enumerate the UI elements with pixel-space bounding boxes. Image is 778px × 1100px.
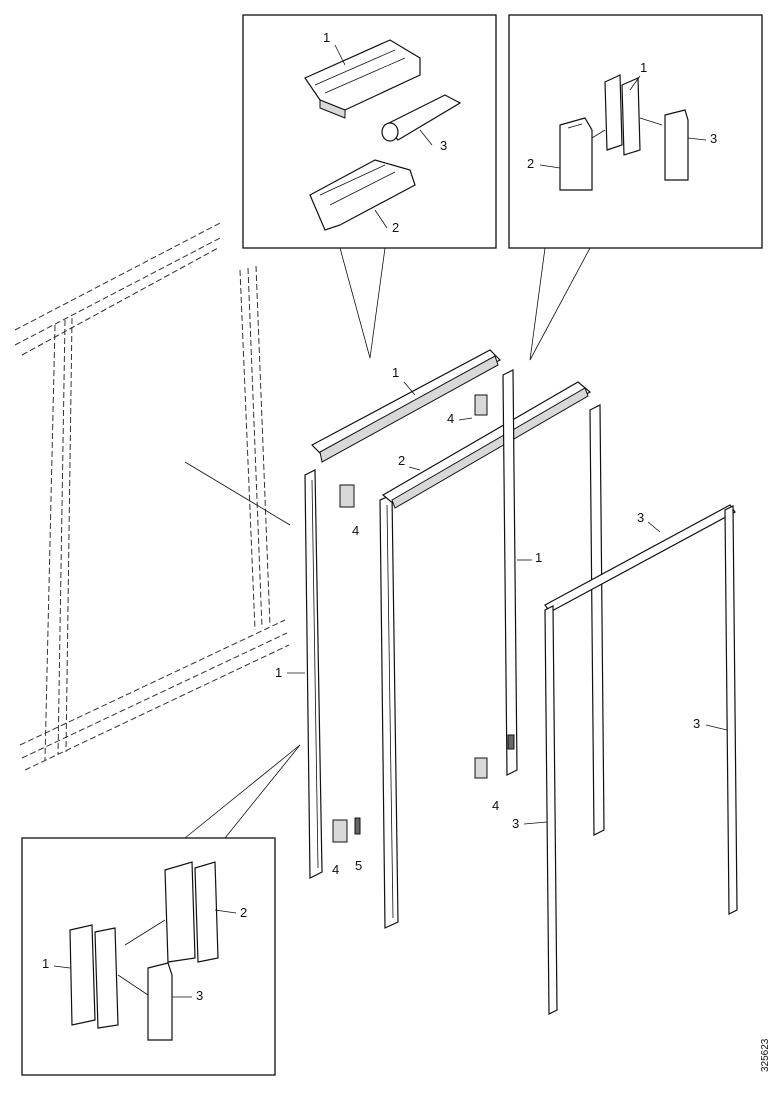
callout-1: 1 [535,550,542,565]
callout-4: 4 [492,798,499,813]
callout-4: 4 [332,862,339,877]
callout-2: 2 [240,905,247,920]
callout-3: 3 [512,816,519,831]
main-assembly [304,349,738,1015]
detail-box-top-left [242,14,497,359]
callout-1: 1 [640,60,647,75]
cabinet-frame-outline [14,221,291,771]
callout-4: 4 [352,523,359,538]
callout-1: 1 [323,30,330,45]
detail-box-bottom-left [21,744,301,1076]
callout-4: 4 [447,411,454,426]
callout-3: 3 [693,716,700,731]
callout-3: 3 [710,131,717,146]
callout-1: 1 [275,665,282,680]
callout-1: 1 [392,365,399,380]
callout-5: 5 [355,858,362,873]
callout-3: 3 [196,988,203,1003]
callout-1: 1 [42,956,49,971]
callout-3: 3 [440,138,447,153]
callout-labels: 1 3 2 1 2 3 1 2 3 1 4 4 2 1 1 3 3 3 4 4 … [42,30,728,1003]
callout-3: 3 [637,510,644,525]
callout-2: 2 [392,220,399,235]
reference-code: 325623 [760,1038,771,1072]
callout-2: 2 [398,453,405,468]
callout-2: 2 [527,156,534,171]
detail-box-top-right [508,14,763,361]
